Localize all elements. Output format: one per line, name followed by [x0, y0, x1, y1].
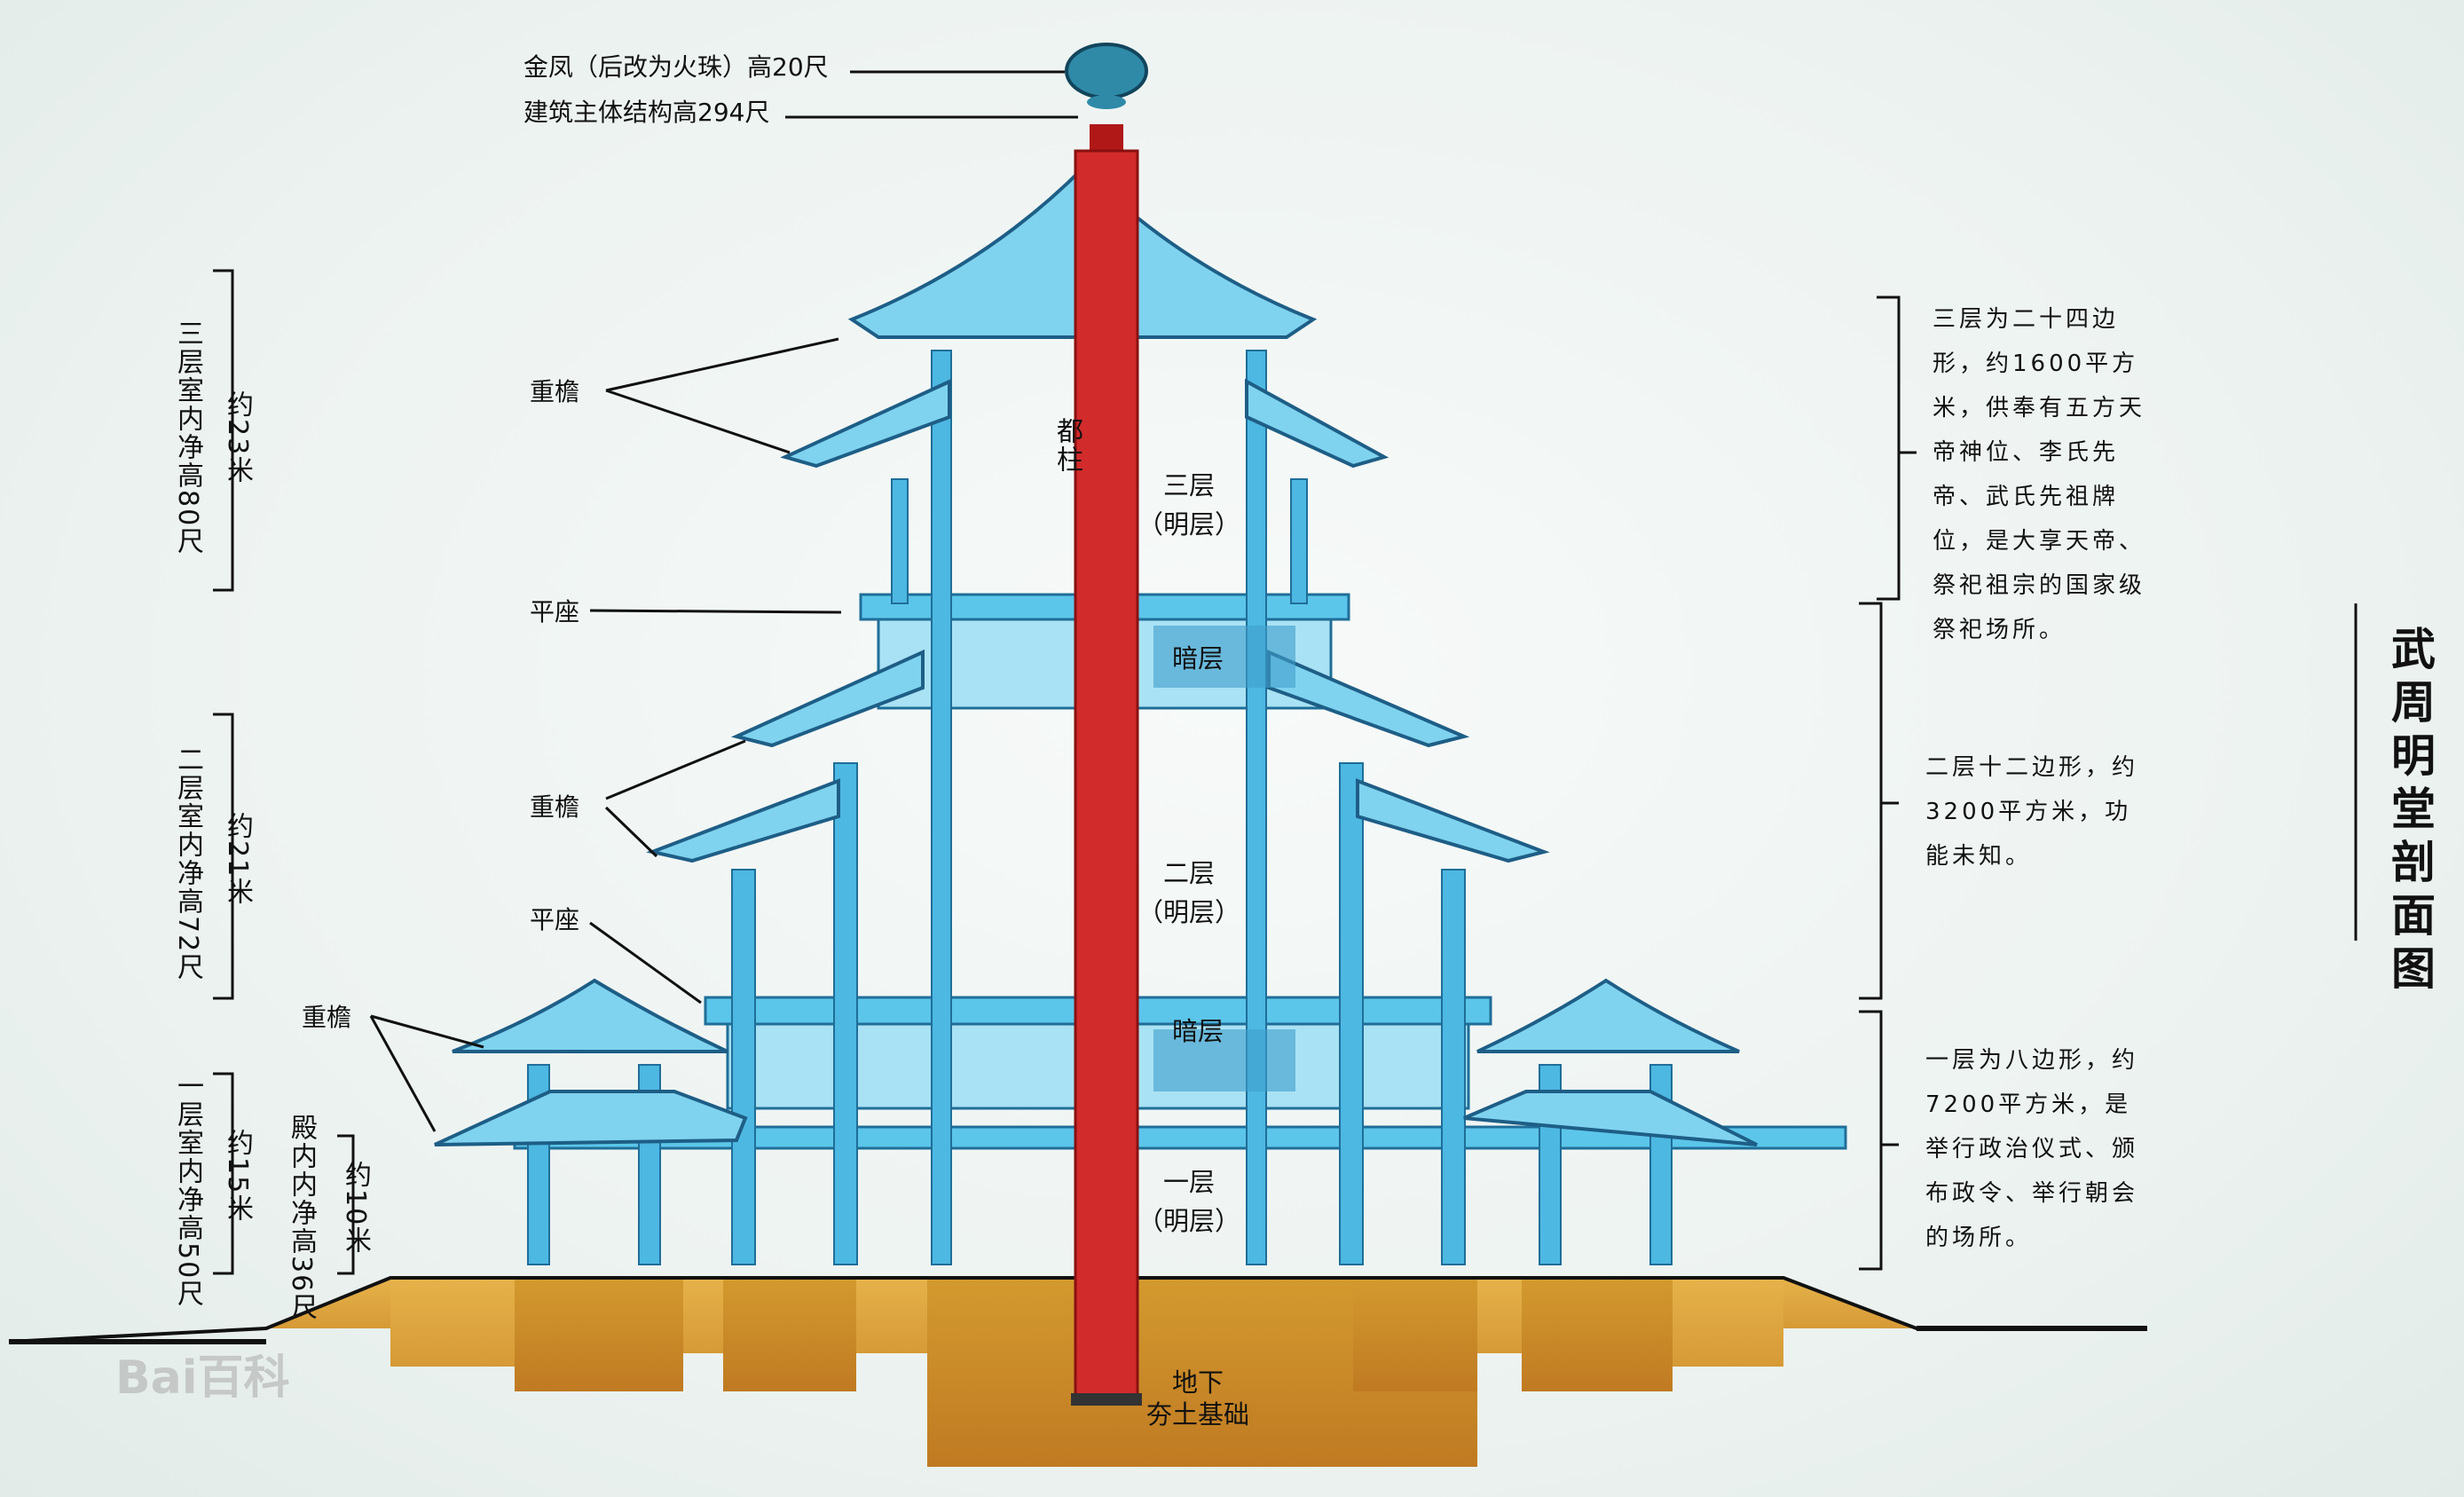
foundation-line2: 夯土基础	[1145, 1399, 1249, 1430]
label-dark-layer-upper: 暗层	[1171, 643, 1224, 674]
floor-3-type: （明层）	[1137, 509, 1240, 540]
label-floor-2: 二层 （明层）	[1127, 854, 1251, 932]
floor-2-clear-height: 二层室内净高72尺	[172, 745, 203, 982]
floor-3-approx-height: 约23米	[222, 390, 253, 485]
floor-2-type: （明层）	[1137, 897, 1240, 927]
description-floor-1: 一层为八边形，约7200平方米，是举行政治仪式、颁布政令、举行朝会的场所。	[1925, 1047, 2139, 1251]
foundation-line1: 地下	[1171, 1367, 1224, 1398]
floor-3-clear-height: 三层室内净高80尺	[172, 319, 203, 556]
hall-approx-height: 约10米	[340, 1161, 371, 1256]
dark-floors	[1153, 626, 1295, 1091]
diagram-title: 武周明堂剖面图	[2384, 626, 2436, 998]
floor-1-clear-height: 一层室内净高50尺	[172, 1072, 203, 1309]
floor-1-type: （明层）	[1137, 1206, 1240, 1236]
floor-1-approx-height: 约15米	[222, 1129, 253, 1224]
baidu-watermark: Bai百科	[115, 1351, 290, 1405]
label-central-pillar: 都柱	[1051, 417, 1082, 474]
label-double-eave-bottom: 重檐	[302, 1003, 352, 1032]
label-platform-top: 平座	[530, 597, 580, 626]
label-main-structure-height: 建筑主体结构高294尺	[524, 98, 770, 127]
label-floor-1: 一层 （明层）	[1127, 1162, 1251, 1241]
height-brackets	[213, 269, 2358, 1275]
label-golden-phoenix: 金凤（后改为火珠）高20尺	[524, 52, 829, 82]
label-dark-layer-lower: 暗层	[1171, 1016, 1224, 1046]
floor-3-name: 三层	[1162, 470, 1215, 500]
label-double-eave-top: 重檐	[530, 377, 580, 406]
floor-2-name: 二层	[1162, 858, 1215, 888]
leader-lines	[369, 70, 1078, 1132]
floor-2-approx-height: 约21米	[222, 812, 253, 907]
description-floor-3: 三层为二十四边形，约1600平方米，供奉有五方天帝神位、李氏先帝、武氏先祖牌位，…	[1933, 306, 2146, 643]
columns	[527, 350, 1673, 1265]
floor-1-name: 一层	[1162, 1167, 1215, 1197]
label-double-eave-middle: 重檐	[530, 792, 580, 822]
label-platform-middle: 平座	[530, 905, 580, 934]
label-floor-3: 三层 （明层）	[1127, 466, 1251, 544]
hall-clear-height: 殿内内净高36尺	[286, 1114, 317, 1322]
central-pillar	[1065, 43, 1148, 1406]
description-floor-2: 二层十二边形，约3200平方米，功能未知。	[1925, 754, 2139, 870]
foundation	[8, 1276, 2147, 1467]
label-foundation: 地下 夯土基础	[1118, 1367, 1278, 1430]
